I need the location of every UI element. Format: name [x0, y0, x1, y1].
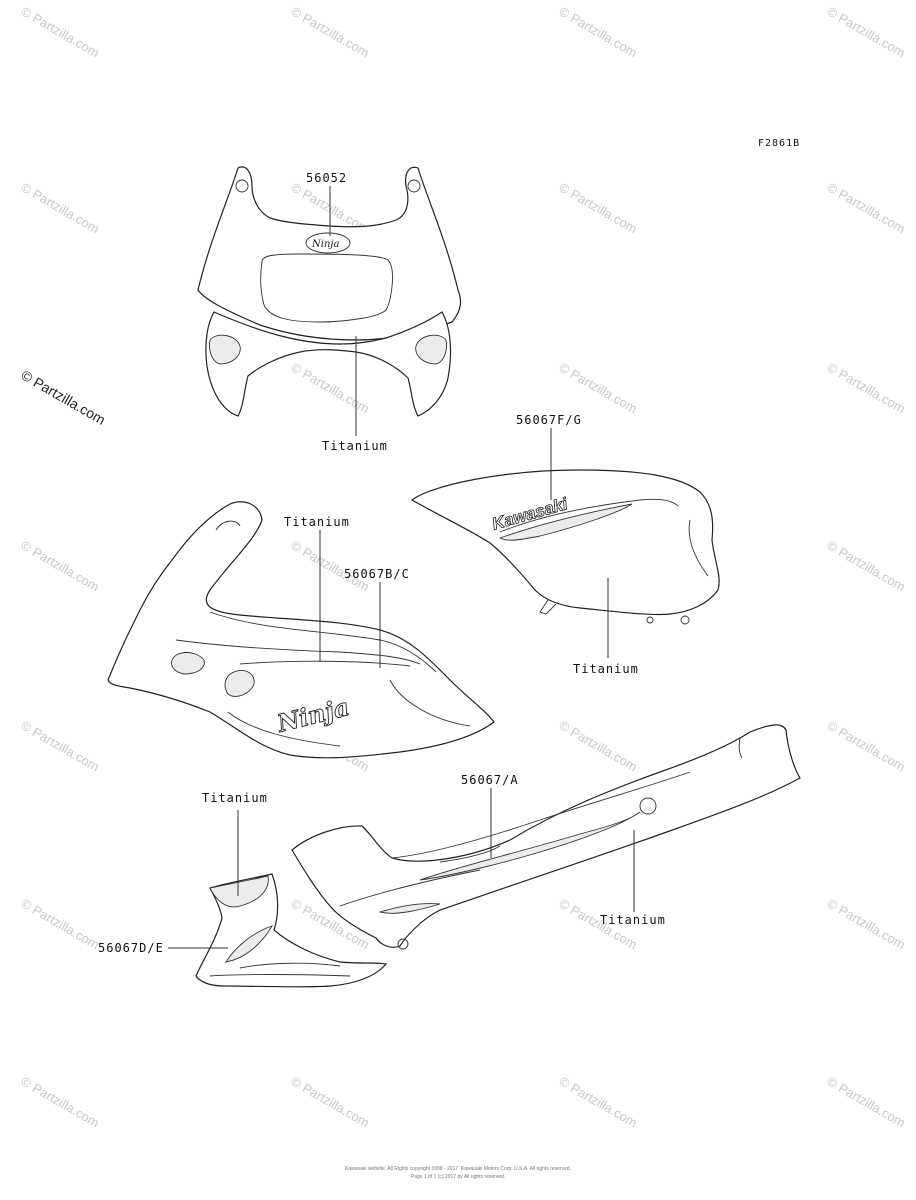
- lower-fairing-part-number: 56067D/E: [98, 941, 164, 955]
- watermark-text: © Partzilla.com: [19, 1074, 102, 1131]
- watermark-text: © Partzilla.com: [825, 718, 908, 775]
- side-fairing-part-number: 56067B/C: [344, 567, 410, 581]
- watermark-text: © Partzilla.com: [557, 180, 640, 237]
- ninja-emblem-small: Ninja: [311, 239, 339, 250]
- seat-cowl-color: Titanium: [600, 913, 666, 927]
- upper-fairing-part-number: 56052: [306, 171, 347, 185]
- fuel-tank-part[interactable]: Kawasaki: [410, 469, 720, 625]
- watermark-text: © Partzilla.com: [557, 718, 640, 775]
- watermark-text: © Partzilla.com: [825, 180, 908, 237]
- lower-fairing-part[interactable]: [195, 873, 388, 988]
- upper-fairing-part[interactable]: Ninja: [197, 166, 462, 417]
- watermark-prominent: © Partzilla.com: [19, 367, 109, 428]
- footer-copyright: Kawasaki website. All Rights copyright 1…: [345, 1166, 571, 1172]
- watermark-text: © Partzilla.com: [557, 1074, 640, 1131]
- watermark-text: © Partzilla.com: [19, 4, 102, 61]
- watermark-text: © Partzilla.com: [19, 896, 102, 953]
- seat-cowl-part-number: 56067/A: [461, 773, 519, 787]
- watermark-text: © Partzilla.com: [825, 538, 908, 595]
- watermark-text: © Partzilla.com: [289, 360, 372, 417]
- side-fairing-color: Titanium: [284, 515, 350, 529]
- watermark-text: © Partzilla.com: [289, 1074, 372, 1131]
- watermark-text: © Partzilla.com: [557, 360, 640, 417]
- watermark-text: © Partzilla.com: [557, 4, 640, 61]
- upper-fairing-color: Titanium: [322, 439, 388, 453]
- watermark-text: © Partzilla.com: [19, 180, 102, 237]
- seat-cowl-part[interactable]: [291, 724, 801, 950]
- watermark-text: © Partzilla.com: [19, 718, 102, 775]
- watermark-text: © Partzilla.com: [825, 4, 908, 61]
- watermark-text: © Partzilla.com: [289, 538, 372, 595]
- watermark-text: © Partzilla.com: [19, 538, 102, 595]
- lower-fairing-color: Titanium: [202, 791, 268, 805]
- fuel-tank-color: Titanium: [573, 662, 639, 676]
- watermark-text: © Partzilla.com: [825, 896, 908, 953]
- figure-reference: F2861B: [758, 138, 800, 149]
- footer-page-info: Page 1 of 1 (c) 2017 by All rights reser…: [411, 1174, 506, 1180]
- watermark-text: © Partzilla.com: [289, 4, 372, 61]
- watermark-text: © Partzilla.com: [825, 1074, 908, 1131]
- watermark-layer: © Partzilla.com © Partzilla.com © Partzill…: [19, 4, 908, 1131]
- fuel-tank-part-number: 56067F/G: [516, 413, 582, 427]
- watermark-text: © Partzilla.com: [825, 360, 908, 417]
- side-fairing-part[interactable]: Ninja: [107, 501, 495, 759]
